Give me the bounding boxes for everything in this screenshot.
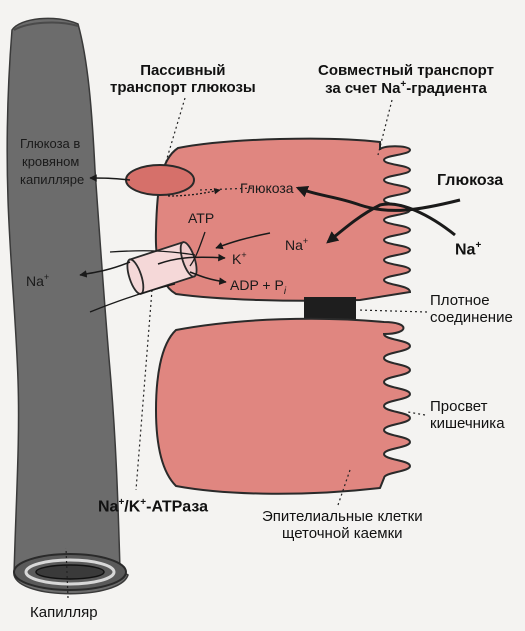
na-lumen-label: Na+ <box>455 240 482 259</box>
epithelial-cell-lower <box>154 317 412 495</box>
epithelial-cells-label: Эпителиальные клетки щеточной каемки <box>262 508 423 543</box>
capillary <box>6 17 129 595</box>
passive-transport-label: Пассивный транспорт глюкозы <box>110 62 256 97</box>
capillary-end-inner <box>35 564 105 580</box>
arrows <box>79 174 461 313</box>
na-capillary-label: Na+ <box>26 272 49 289</box>
atpase-label: Na+/K+-ATPаза <box>98 497 209 516</box>
glucose-cell-label: Глюкоза <box>240 180 294 196</box>
capillary-end-ring <box>24 558 116 586</box>
na-cell-label: Na+ <box>285 236 308 253</box>
leader-lines <box>65 97 428 599</box>
glucose-lumen-label: Глюкоза <box>437 172 504 189</box>
atp-label: ATP <box>188 210 214 226</box>
capillary-top-highlight <box>13 21 79 31</box>
na-k-atpase-pump <box>126 241 198 295</box>
glucose-transporter <box>125 164 195 196</box>
capillary-body <box>6 17 129 595</box>
capillary-label: Капилляр <box>30 604 98 621</box>
adp-pi-label: ADP + Pi <box>230 277 287 297</box>
cotransport-label: Совместный транспорт за счет Na+-градиен… <box>318 62 494 98</box>
tight-junction-label: Плотное соединение <box>430 292 513 327</box>
intestinal-lumen-label: Просвет кишечника <box>430 398 505 433</box>
k-ion-label: K+ <box>232 250 247 267</box>
glucose-in-blood-label: Глюкоза в кровяном капилляре <box>20 136 84 187</box>
tight-junction <box>304 297 356 319</box>
